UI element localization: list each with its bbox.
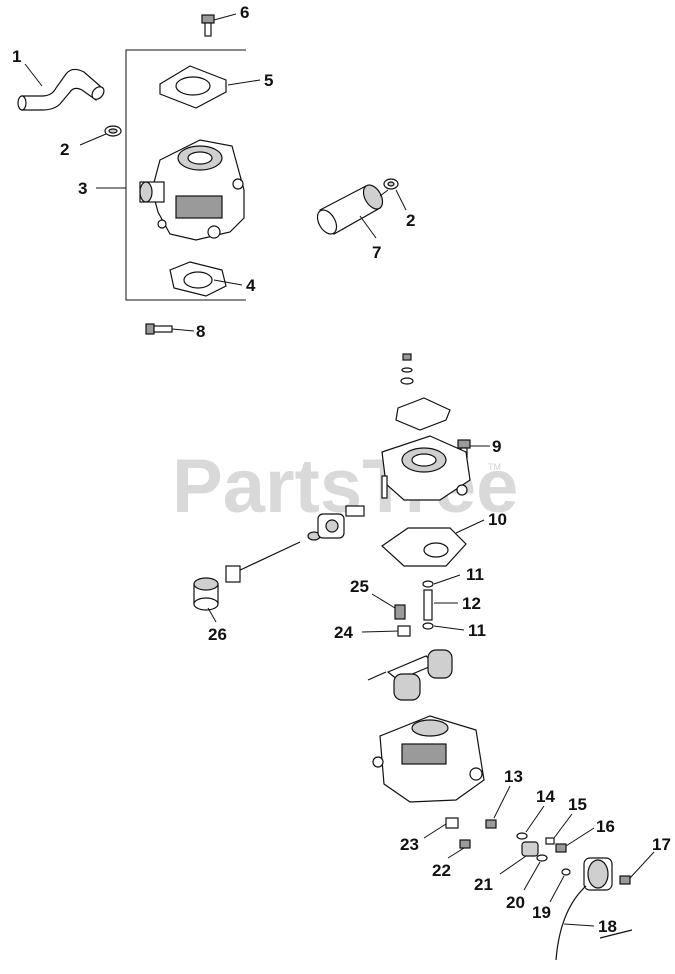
- callout-9: 9: [470, 437, 501, 456]
- svg-text:5: 5: [264, 71, 273, 90]
- callout-1: 1: [12, 47, 43, 87]
- callout-10: 10: [455, 510, 507, 534]
- svg-text:4: 4: [246, 276, 256, 295]
- svg-text:2: 2: [406, 211, 415, 230]
- part-throttle-shaft[interactable]: [225, 505, 365, 583]
- svg-text:7: 7: [372, 243, 381, 262]
- part-spring-15[interactable]: [545, 837, 555, 845]
- part-float[interactable]: [367, 649, 453, 701]
- callout-7: 7: [359, 215, 381, 262]
- part-gasket-10[interactable]: [381, 527, 467, 567]
- callout-13: 13: [493, 767, 523, 819]
- svg-text:18: 18: [598, 917, 617, 936]
- part-washer-14[interactable]: [516, 832, 528, 840]
- svg-text:23: 23: [400, 835, 419, 854]
- svg-text:20: 20: [506, 893, 525, 912]
- callout-4: 4: [213, 276, 256, 295]
- part-washer-20[interactable]: [536, 854, 548, 862]
- callout-15: 15: [553, 795, 587, 839]
- callout-20: 20: [506, 861, 541, 912]
- svg-text:3: 3: [78, 179, 87, 198]
- svg-text:9: 9: [492, 437, 501, 456]
- callout-25: 25: [350, 577, 396, 609]
- callout-11-lower: 11: [433, 621, 486, 640]
- callout-2-right: 2: [395, 189, 415, 230]
- svg-text:19: 19: [532, 903, 551, 922]
- part-carburetor-lower-body[interactable]: [372, 715, 485, 803]
- callout-14: 14: [525, 787, 555, 833]
- watermark-trademark: TM: [488, 462, 501, 472]
- part-hardware-stack[interactable]: [400, 353, 414, 385]
- svg-text:15: 15: [568, 795, 587, 814]
- part-cap[interactable]: [193, 577, 219, 611]
- svg-text:16: 16: [596, 817, 615, 836]
- svg-text:11: 11: [468, 621, 486, 640]
- part-clip[interactable]: [397, 625, 411, 637]
- part-bolt[interactable]: [145, 323, 173, 335]
- part-spring-23[interactable]: [445, 817, 459, 829]
- callout-26: 26: [207, 607, 227, 644]
- part-wire-lead[interactable]: [555, 885, 633, 961]
- callout-21: 21: [474, 855, 527, 894]
- callout-17: 17: [629, 835, 671, 879]
- svg-text:25: 25: [350, 577, 369, 596]
- callout-23: 23: [400, 823, 447, 854]
- part-clamp-upper[interactable]: [104, 125, 122, 137]
- svg-text:1: 1: [12, 47, 21, 66]
- callout-6: 6: [213, 3, 249, 22]
- svg-text:2: 2: [60, 140, 69, 159]
- svg-text:13: 13: [504, 767, 523, 786]
- svg-text:10: 10: [488, 510, 507, 529]
- callout-19: 19: [532, 875, 565, 922]
- svg-text:11: 11: [466, 565, 484, 584]
- callout-3: 3: [78, 179, 126, 198]
- part-oring-lower[interactable]: [422, 622, 434, 630]
- part-clamp-right[interactable]: [383, 178, 399, 190]
- part-solenoid[interactable]: [583, 857, 613, 891]
- part-screw-17[interactable]: [619, 875, 631, 885]
- part-screw-16[interactable]: [555, 843, 567, 853]
- part-screw-22[interactable]: [459, 839, 471, 849]
- part-fuel-filter[interactable]: [314, 182, 389, 238]
- callout-24: 24: [334, 623, 399, 642]
- part-jet[interactable]: [394, 604, 406, 620]
- svg-text:12: 12: [462, 594, 481, 613]
- svg-text:8: 8: [196, 322, 205, 341]
- assembly-bracket: [125, 49, 246, 301]
- part-screw-top[interactable]: [201, 14, 215, 37]
- part-hose[interactable]: [17, 68, 106, 111]
- part-needle[interactable]: [423, 589, 433, 621]
- callout-22: 22: [432, 847, 465, 880]
- part-oring-19[interactable]: [561, 868, 571, 876]
- part-oring-upper[interactable]: [422, 580, 434, 588]
- part-cover-plate[interactable]: [395, 397, 451, 431]
- part-screw-13[interactable]: [485, 819, 497, 829]
- callout-8: 8: [171, 322, 205, 341]
- part-gasket-lower[interactable]: [169, 261, 227, 297]
- svg-text:21: 21: [474, 875, 493, 894]
- svg-text:14: 14: [536, 787, 555, 806]
- callout-11-upper: 11: [433, 565, 484, 585]
- svg-text:22: 22: [432, 861, 451, 880]
- part-gasket-upper[interactable]: [159, 65, 227, 109]
- svg-text:6: 6: [240, 3, 249, 22]
- part-carburetor-assembly[interactable]: [139, 139, 245, 241]
- svg-text:26: 26: [208, 625, 227, 644]
- callout-5: 5: [227, 71, 273, 90]
- part-bushing-21[interactable]: [521, 841, 539, 857]
- callout-18: 18: [563, 917, 617, 936]
- part-carburetor-upper-body[interactable]: [381, 435, 471, 501]
- callout-16: 16: [565, 817, 615, 847]
- callout-2-upper: 2: [60, 133, 107, 159]
- callout-12: 12: [434, 594, 481, 613]
- svg-text:17: 17: [652, 835, 671, 854]
- svg-text:24: 24: [334, 623, 353, 642]
